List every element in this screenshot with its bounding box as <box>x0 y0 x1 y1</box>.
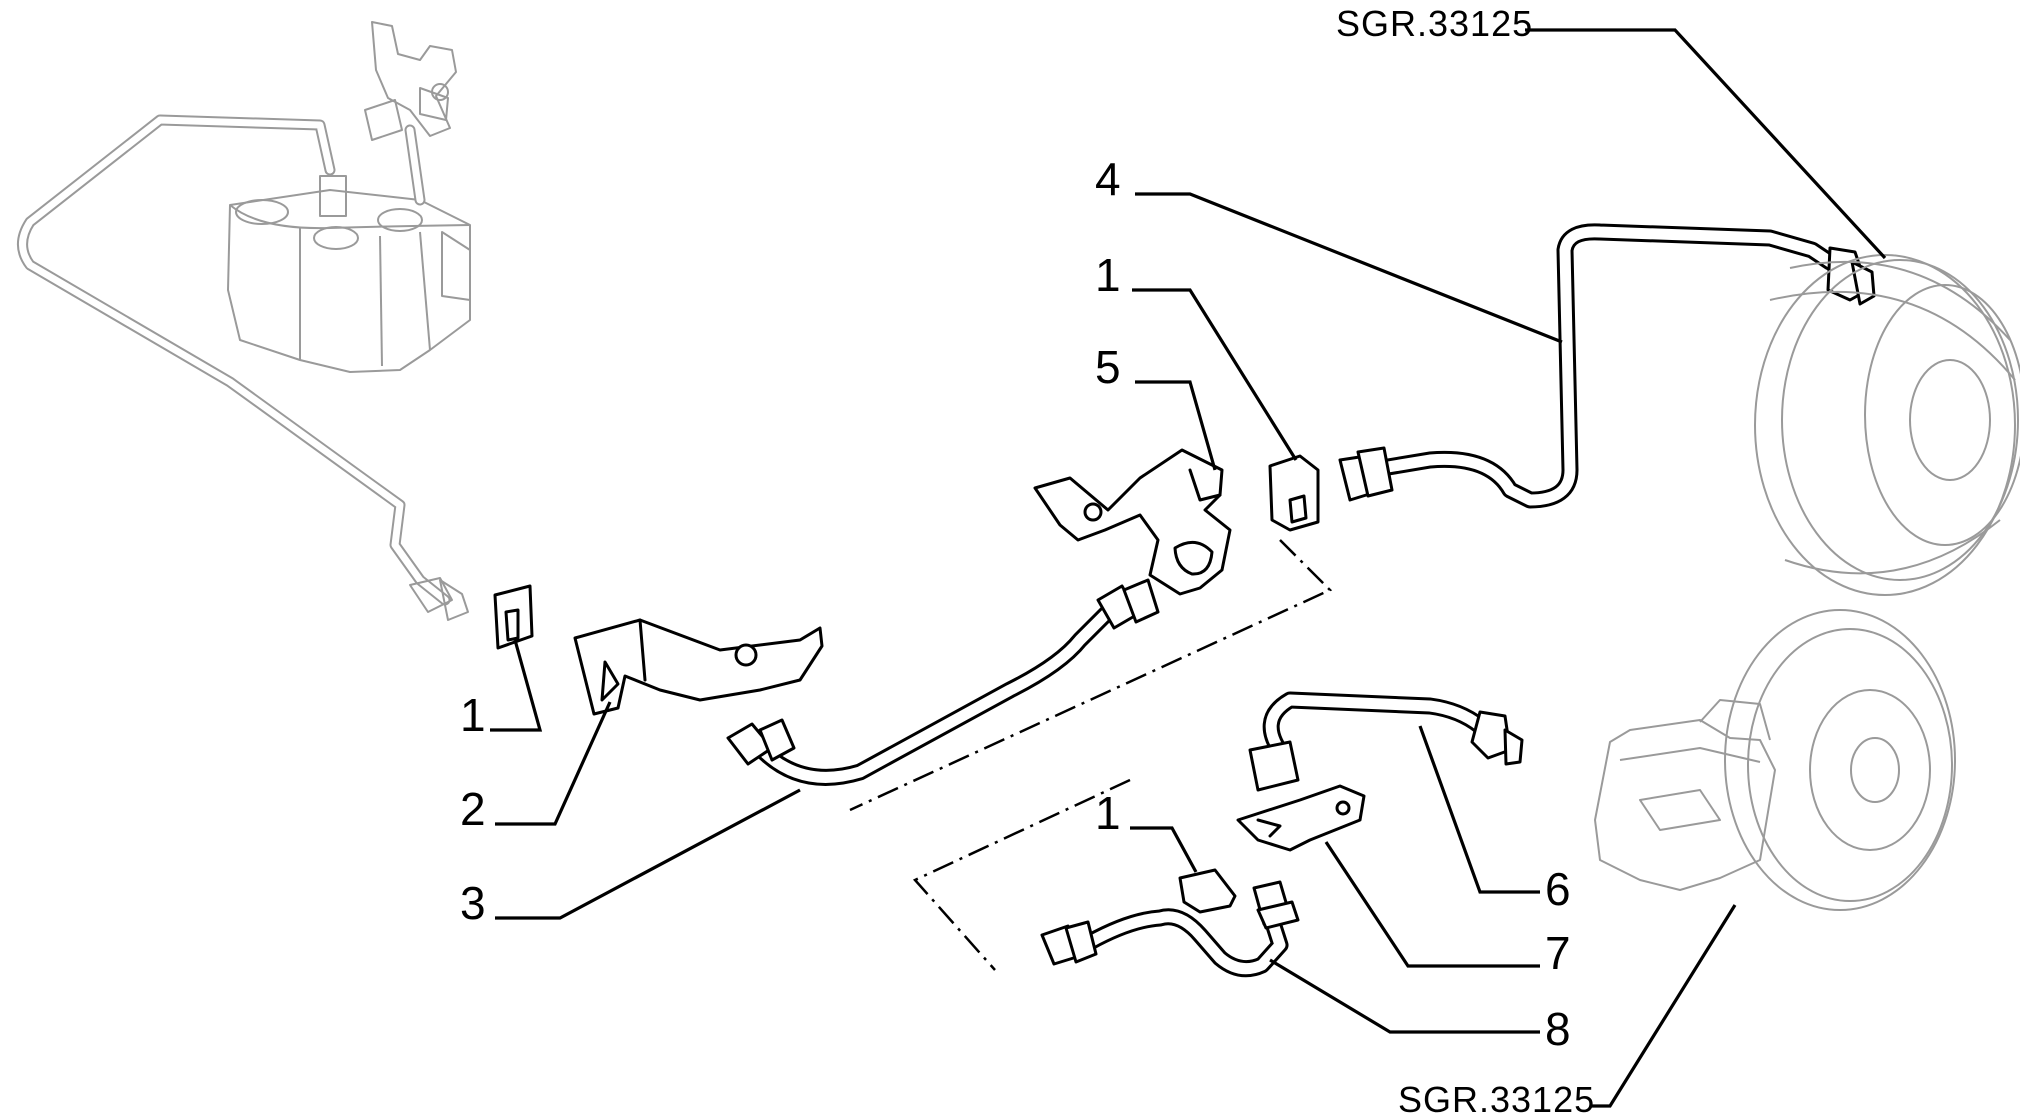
callout-8: 8 <box>1545 1003 1571 1055</box>
brake-disc-caliper <box>1594 609 1956 911</box>
callout-1a: 1 <box>460 689 486 741</box>
callout-3: 3 <box>460 877 486 929</box>
reference-code-top: SGR.33125 <box>1336 3 1534 44</box>
callout-1b: 1 <box>1095 249 1121 301</box>
brake-pipe-part-4 <box>1338 223 1876 509</box>
brake-pipe-part-3 <box>726 578 1160 786</box>
clip-part-1a <box>493 584 534 650</box>
brake-pressure-regulator <box>17 21 471 621</box>
callout-1c: 1 <box>1095 787 1121 839</box>
callout-4: 4 <box>1095 153 1121 205</box>
assembly-line-upper <box>849 539 1333 812</box>
clip-part-1b <box>1268 454 1320 532</box>
callout-5: 5 <box>1095 341 1121 393</box>
brake-drum <box>1754 254 2020 596</box>
bracket-part-5 <box>1033 448 1232 596</box>
callout-6: 6 <box>1545 863 1571 915</box>
bracket-part-2 <box>573 618 824 716</box>
brake-hose-part-6 <box>1248 691 1524 792</box>
callout-7: 7 <box>1545 927 1571 979</box>
brake-pipe-part-8 <box>1040 880 1300 978</box>
leader-lines <box>490 28 1887 1108</box>
bracket-part-7 <box>1236 784 1366 852</box>
callout-2: 2 <box>460 783 486 835</box>
assembly-line-lower <box>912 778 1131 971</box>
clip-part-1c <box>1178 868 1237 914</box>
reference-code-bottom: SGR.33125 <box>1398 1079 1596 1120</box>
